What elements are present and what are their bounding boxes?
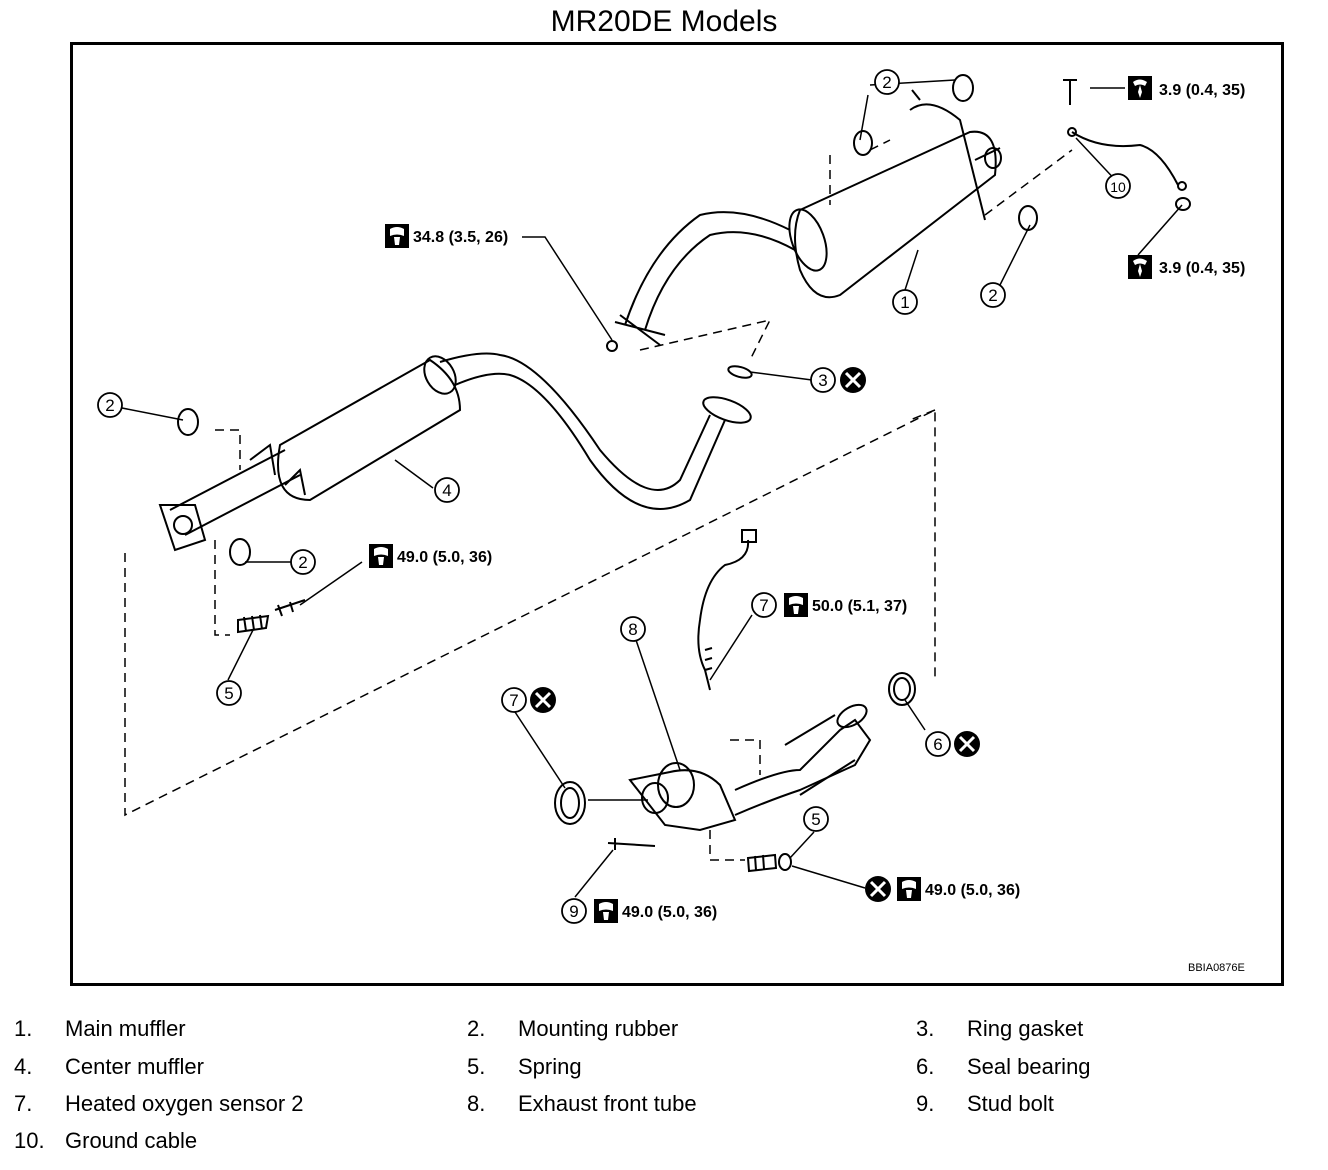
mounting-rubber-top xyxy=(952,74,974,102)
callout-5-bottom: 5 xyxy=(811,810,820,829)
legend-num: 2. xyxy=(467,1016,486,1041)
spring-bottom xyxy=(746,853,778,873)
noreuse-icon xyxy=(838,365,868,395)
legend-num: 4. xyxy=(14,1054,33,1079)
torque-label-spring: 49.0 (5.0, 36) xyxy=(925,882,1020,899)
legend-num: 7. xyxy=(14,1091,33,1116)
legend-num: 6. xyxy=(916,1054,935,1079)
callout-2-left: 2 xyxy=(105,396,114,415)
legend-label: Heated oxygen sensor 2 xyxy=(65,1091,304,1116)
front-tube xyxy=(628,703,872,832)
torque-label-stud: 49.0 (5.0, 36) xyxy=(622,904,717,921)
callout-2-bottom: 2 xyxy=(298,553,307,572)
legend-label: Ground cable xyxy=(65,1128,198,1153)
torque-icon xyxy=(369,544,393,568)
torque-label-center-bolt: 49.0 (5.0, 36) xyxy=(397,549,492,566)
legend-label: Mounting rubber xyxy=(518,1016,679,1041)
seal-bearing xyxy=(888,672,916,706)
legend-num: 10. xyxy=(14,1128,45,1153)
legend-label: Main muffler xyxy=(65,1016,186,1041)
torque-icon xyxy=(897,877,921,901)
legend-num: 9. xyxy=(916,1091,935,1116)
legend-label: Stud bolt xyxy=(967,1091,1054,1116)
noreuse-icon xyxy=(528,685,558,715)
callout-5-left: 5 xyxy=(224,684,233,703)
ring-gasket xyxy=(727,365,753,379)
torque-label-sensor: 50.0 (5.1, 37) xyxy=(812,598,907,615)
torque-icon xyxy=(1128,76,1152,100)
callout-10: 10 xyxy=(1110,179,1126,195)
torque-label-top1: 3.9 (0.4, 35) xyxy=(1159,82,1245,99)
torque-icon xyxy=(594,899,618,923)
callout-7-sensor: 7 xyxy=(759,596,768,615)
figure-code: BBIA0876E xyxy=(1188,962,1245,974)
torque-icon xyxy=(784,593,808,617)
noreuse-icon xyxy=(952,729,982,759)
callout-9: 9 xyxy=(569,902,578,921)
callout-8: 8 xyxy=(628,620,637,639)
callout-2-top: 2 xyxy=(882,73,891,92)
diagram-title: MR20DE Models xyxy=(550,5,778,38)
spring-left xyxy=(237,614,270,634)
torque-label-center: 34.8 (3.5, 26) xyxy=(413,229,508,246)
torque-icon xyxy=(1128,255,1152,279)
legend-num: 5. xyxy=(467,1054,486,1079)
center-muffler xyxy=(158,352,752,552)
rear-pipe xyxy=(614,211,796,346)
callout-1: 1 xyxy=(900,293,909,312)
callout-6: 6 xyxy=(933,735,942,754)
legend-label: Ring gasket xyxy=(967,1016,1084,1041)
noreuse-icon xyxy=(863,874,893,904)
legend-num: 1. xyxy=(14,1016,33,1041)
legend-label: Exhaust front tube xyxy=(518,1091,697,1116)
diagram-frame xyxy=(70,42,1284,986)
legend-num: 3. xyxy=(916,1016,935,1041)
legend-num: 8. xyxy=(467,1091,486,1116)
legend-label: Spring xyxy=(518,1054,582,1079)
oxygen-sensor xyxy=(697,539,750,691)
main-muffler xyxy=(788,89,1002,299)
seal-ring-7 xyxy=(554,781,586,825)
callout-4: 4 xyxy=(442,481,451,500)
callout-3: 3 xyxy=(818,371,827,390)
legend-label: Center muffler xyxy=(65,1054,204,1079)
ground-cable xyxy=(1071,131,1179,186)
callout-7-seal: 7 xyxy=(509,691,518,710)
torque-icon xyxy=(385,224,409,248)
callout-2-right: 2 xyxy=(988,286,997,305)
legend-label: Seal bearing xyxy=(967,1054,1091,1079)
torque-label-top2: 3.9 (0.4, 35) xyxy=(1159,260,1245,277)
